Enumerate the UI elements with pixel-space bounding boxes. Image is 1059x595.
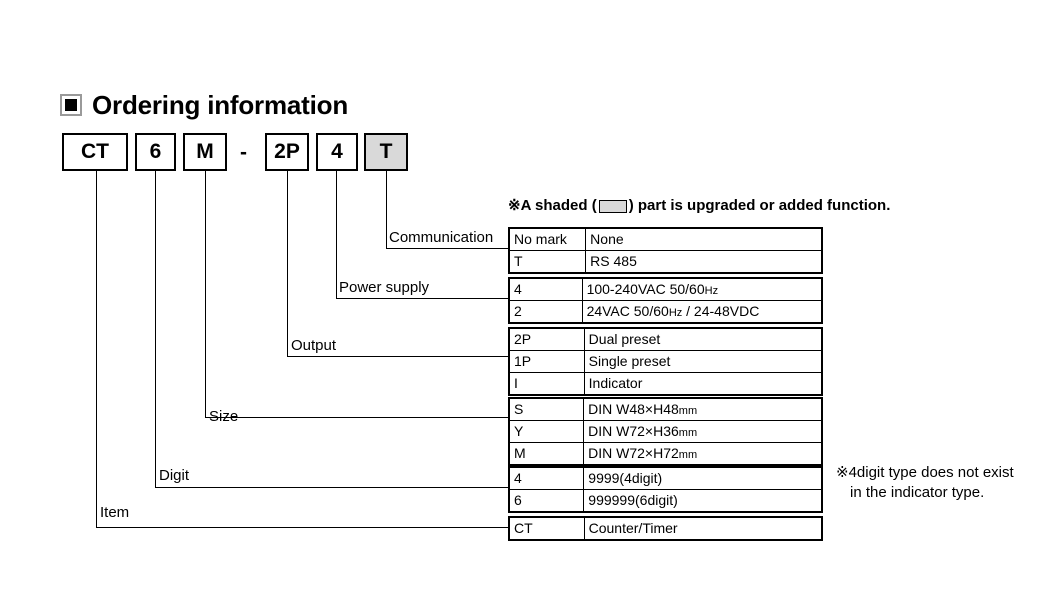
table-row: T RS 485: [508, 250, 822, 273]
spec-desc: 24VAC 50/60Hz / 24-48VDC: [581, 300, 823, 323]
leader-line-communication-horizontal: [386, 248, 508, 249]
table-row: M DIN W72×H72mm: [508, 442, 822, 465]
spec-desc-unit: mm: [678, 404, 698, 417]
table-row: 6 999999(6digit): [508, 489, 822, 512]
spec-code: 4: [508, 467, 585, 490]
code-box-item[interactable]: CT: [62, 133, 128, 171]
shaded-part-note-suffix: ) part is upgraded or added function.: [628, 197, 891, 214]
leader-line-power-supply-vertical: [336, 171, 337, 298]
spec-code: No mark: [508, 228, 587, 251]
spec-code: S: [508, 398, 585, 421]
spec-desc-main: 100-240VAC 50/60: [586, 280, 705, 297]
leader-line-digit-horizontal: [155, 487, 508, 488]
spec-desc: RS 485: [585, 250, 822, 273]
table-row: 2P Dual preset: [509, 328, 823, 351]
shaded-box-icon: [598, 200, 627, 213]
leader-label-communication: Communication: [389, 229, 494, 246]
leader-line-item-horizontal: [96, 527, 508, 528]
spec-desc: DIN W72×H72mm: [583, 442, 822, 465]
leader-label-power-supply: Power supply: [339, 279, 430, 296]
indicator-type-note: ※4digit type does not exist in the indic…: [836, 463, 1014, 503]
code-box-power-supply[interactable]: 4: [316, 133, 358, 171]
shaded-part-note-prefix: ※A shaded (: [508, 197, 597, 214]
spec-code: 2: [509, 300, 583, 323]
code-box-communication[interactable]: T: [364, 133, 408, 171]
indicator-type-note-line1: ※4digit type does not exist: [836, 464, 1014, 481]
code-separator-dash: -: [240, 141, 247, 164]
leader-line-output-vertical: [287, 171, 288, 357]
table-row: 4 100-240VAC 50/60Hz: [509, 278, 823, 301]
spec-desc-unit: mm: [678, 448, 698, 461]
shaded-part-note: ※A shaded ( ) part is upgraded or added …: [508, 198, 890, 213]
spec-code: Y: [508, 420, 585, 443]
spec-code: T: [508, 250, 587, 273]
leader-label-size: Size: [209, 408, 239, 425]
spec-table-communication: No mark None T RS 485: [508, 227, 823, 274]
spec-code: I: [509, 372, 585, 395]
spec-desc-unit: Hz: [704, 284, 719, 297]
table-row: Y DIN W72×H36mm: [508, 420, 822, 443]
spec-desc: Indicator: [583, 372, 823, 395]
spec-desc-main: DIN W48×H48: [588, 400, 679, 417]
leader-line-digit-vertical: [155, 171, 156, 488]
leader-line-size-horizontal: [205, 417, 508, 418]
table-row: 2 24VAC 50/60Hz / 24-48VDC: [509, 300, 823, 323]
page-title-text: Ordering information: [92, 90, 349, 120]
spec-desc-unit: Hz: [668, 306, 683, 319]
filled-square-bullet-icon: [60, 94, 82, 116]
spec-desc: Dual preset: [583, 328, 823, 351]
spec-desc: DIN W72×H36mm: [583, 420, 822, 443]
spec-desc: None: [585, 228, 822, 251]
spec-desc-unit: mm: [678, 426, 698, 439]
leader-line-power-supply-horizontal: [336, 298, 508, 299]
spec-desc: 9999(4digit): [583, 467, 822, 490]
spec-code: 4: [509, 278, 583, 301]
leader-label-digit: Digit: [159, 467, 190, 484]
code-box-digit[interactable]: 6: [135, 133, 176, 171]
table-row: No mark None: [508, 228, 822, 251]
spec-table-size: S DIN W48×H48mm Y DIN W72×H36mm M DIN W7…: [508, 397, 823, 466]
spec-desc-main: DIN W72×H72: [588, 444, 679, 461]
page-title: Ordering information: [60, 92, 348, 118]
spec-desc: DIN W48×H48mm: [583, 398, 822, 421]
spec-desc: Counter/Timer: [583, 517, 823, 540]
indicator-type-note-line2: in the indicator type.: [850, 484, 985, 501]
spec-desc-main: 24VAC 50/60: [586, 302, 669, 319]
leader-line-item-vertical: [96, 171, 97, 528]
spec-code: 2P: [509, 328, 585, 351]
table-row: I Indicator: [509, 372, 823, 395]
leader-line-size-vertical: [205, 171, 206, 418]
leader-label-item: Item: [100, 504, 130, 521]
spec-code: 6: [508, 489, 585, 512]
spec-code: M: [508, 442, 585, 465]
spec-table-power-supply: 4 100-240VAC 50/60Hz 2 24VAC 50/60Hz / 2…: [508, 277, 823, 324]
table-row: 1P Single preset: [509, 350, 823, 373]
leader-line-communication-vertical: [386, 171, 387, 248]
code-box-output[interactable]: 2P: [265, 133, 309, 171]
spec-code: 1P: [509, 350, 585, 373]
spec-desc: 100-240VAC 50/60Hz: [581, 278, 823, 301]
spec-table-digit: 4 9999(4digit) 6 999999(6digit): [508, 466, 823, 513]
spec-code: CT: [509, 517, 585, 540]
spec-table-item: CT Counter/Timer: [508, 516, 823, 541]
table-row: CT Counter/Timer: [509, 517, 823, 540]
spec-table-output: 2P Dual preset 1P Single preset I Indica…: [508, 327, 823, 396]
leader-label-output: Output: [291, 337, 337, 354]
spec-desc: Single preset: [583, 350, 823, 373]
leader-line-output-horizontal: [287, 356, 508, 357]
code-box-size[interactable]: M: [183, 133, 227, 171]
table-row: S DIN W48×H48mm: [508, 398, 822, 421]
table-row: 4 9999(4digit): [508, 467, 822, 490]
spec-desc-tail: / 24-48VDC: [682, 302, 760, 319]
spec-desc: 999999(6digit): [583, 489, 822, 512]
spec-desc-main: DIN W72×H36: [588, 422, 679, 439]
